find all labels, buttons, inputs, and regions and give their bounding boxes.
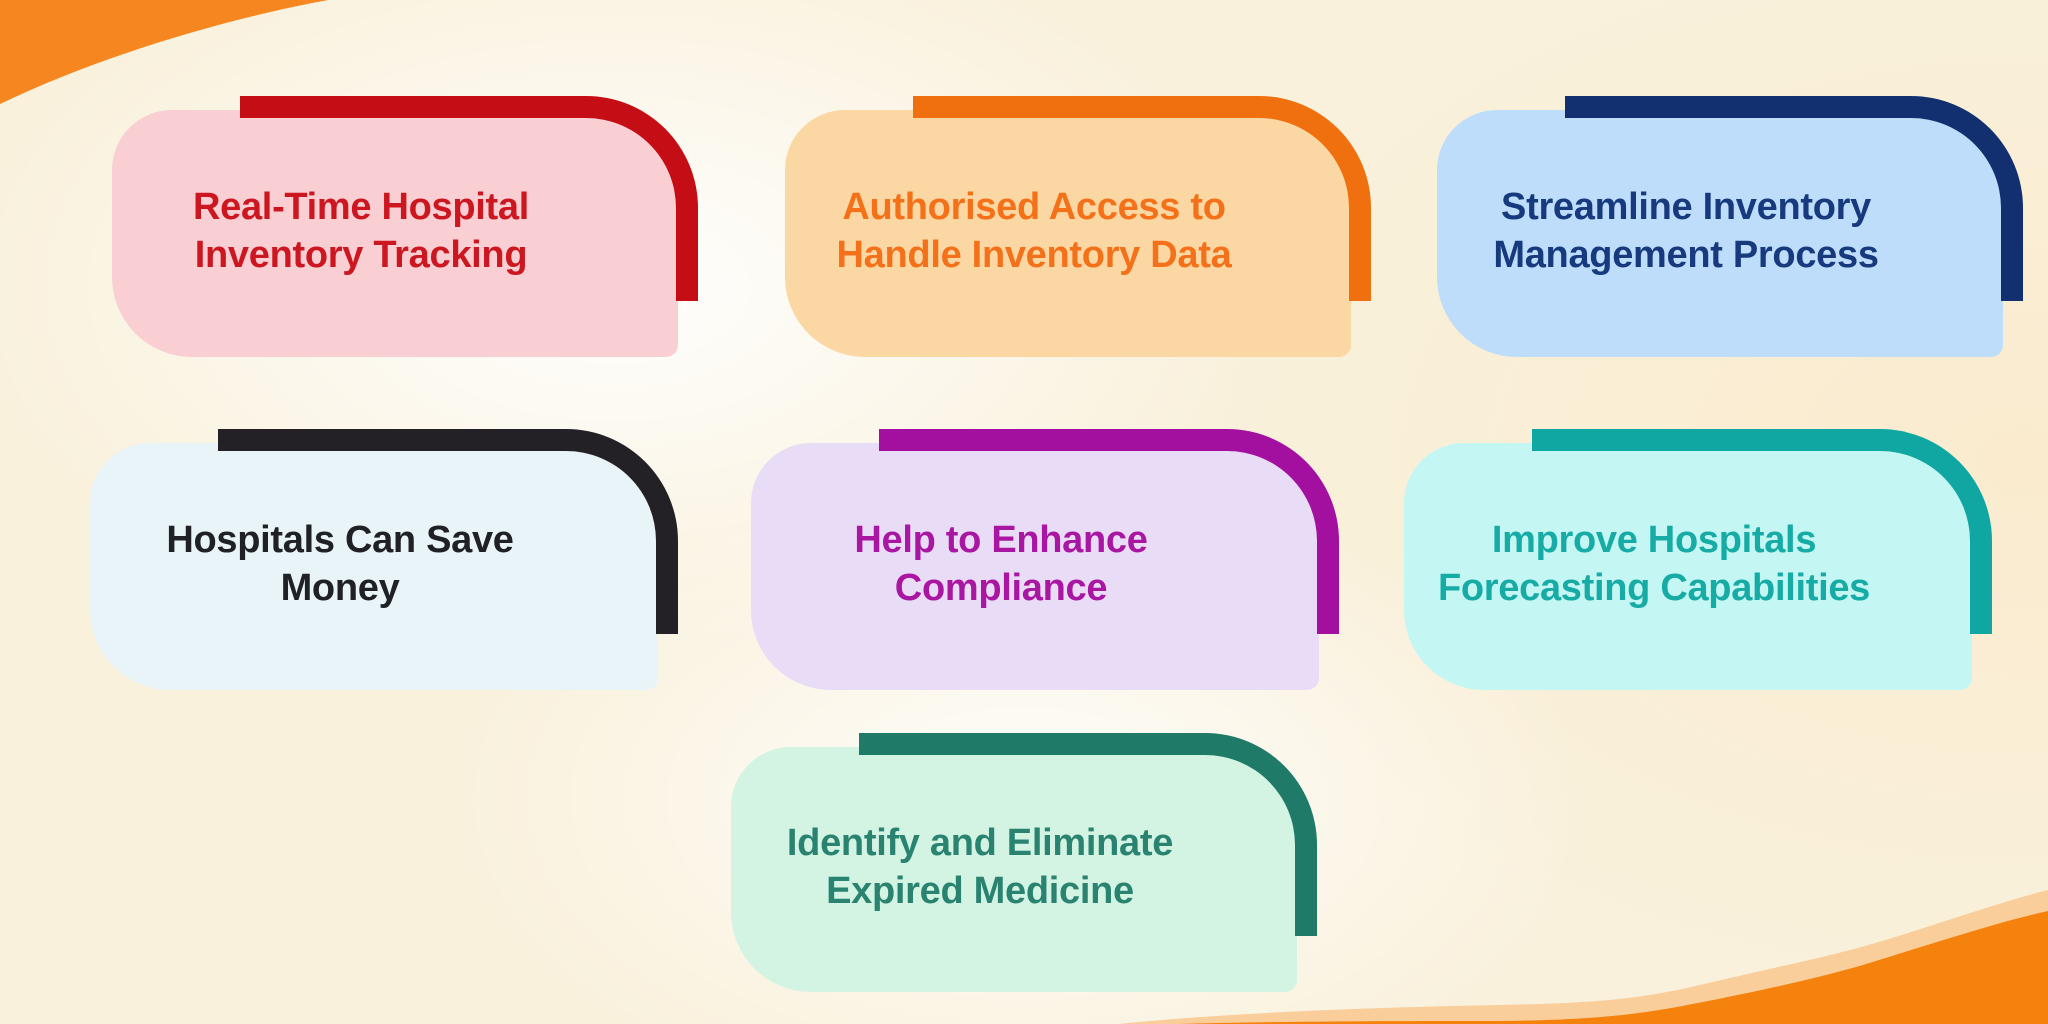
card-title-line2: Management Process bbox=[1493, 233, 1879, 276]
card-title-line1: Help to Enhance bbox=[854, 518, 1148, 561]
card-title-line1: Real-Time Hospital bbox=[193, 185, 529, 228]
card-title: Help to Enhance Compliance bbox=[854, 516, 1148, 612]
card-forecasting-capabilities: Improve Hospitals Forecasting Capabiliti… bbox=[1404, 429, 1992, 690]
card-title: Hospitals Can Save Money bbox=[166, 516, 514, 612]
card-title-line2: Money bbox=[280, 566, 400, 609]
card-title: Identify and Eliminate Expired Medicine bbox=[787, 819, 1173, 915]
card-title: Streamline Inventory Management Process bbox=[1493, 183, 1879, 279]
card-title-line2: Compliance bbox=[894, 566, 1108, 609]
top-left-corner-swoosh bbox=[0, 0, 328, 104]
card-expired-medicine: Identify and Eliminate Expired Medicine bbox=[731, 733, 1317, 992]
card-title: Real-Time Hospital Inventory Tracking bbox=[193, 183, 529, 279]
card-streamline-inventory: Streamline Inventory Management Process bbox=[1437, 96, 2023, 357]
card-title-line1: Identify and Eliminate bbox=[786, 821, 1174, 864]
card-title-line1: Hospitals Can Save bbox=[166, 518, 514, 561]
card-real-time-tracking: Real-Time Hospital Inventory Tracking bbox=[112, 96, 698, 357]
card-title-line1: Improve Hospitals bbox=[1491, 518, 1817, 561]
card-save-money: Hospitals Can Save Money bbox=[90, 429, 678, 690]
card-title-line2: Expired Medicine bbox=[826, 869, 1134, 912]
card-title: Authorised Access to Handle Inventory Da… bbox=[837, 183, 1232, 279]
card-title-line2: Inventory Tracking bbox=[194, 233, 528, 276]
card-title-line2: Forecasting Capabilities bbox=[1437, 566, 1871, 609]
card-authorised-access: Authorised Access to Handle Inventory Da… bbox=[785, 96, 1371, 357]
card-title: Improve Hospitals Forecasting Capabiliti… bbox=[1438, 516, 1870, 612]
wave-orange-body bbox=[1178, 911, 2048, 1024]
card-title-line2: Handle Inventory Data bbox=[836, 233, 1232, 276]
card-enhance-compliance: Help to Enhance Compliance bbox=[751, 429, 1339, 690]
card-title-line1: Streamline Inventory bbox=[1501, 185, 1871, 228]
card-title-line1: Authorised Access to bbox=[842, 185, 1226, 228]
